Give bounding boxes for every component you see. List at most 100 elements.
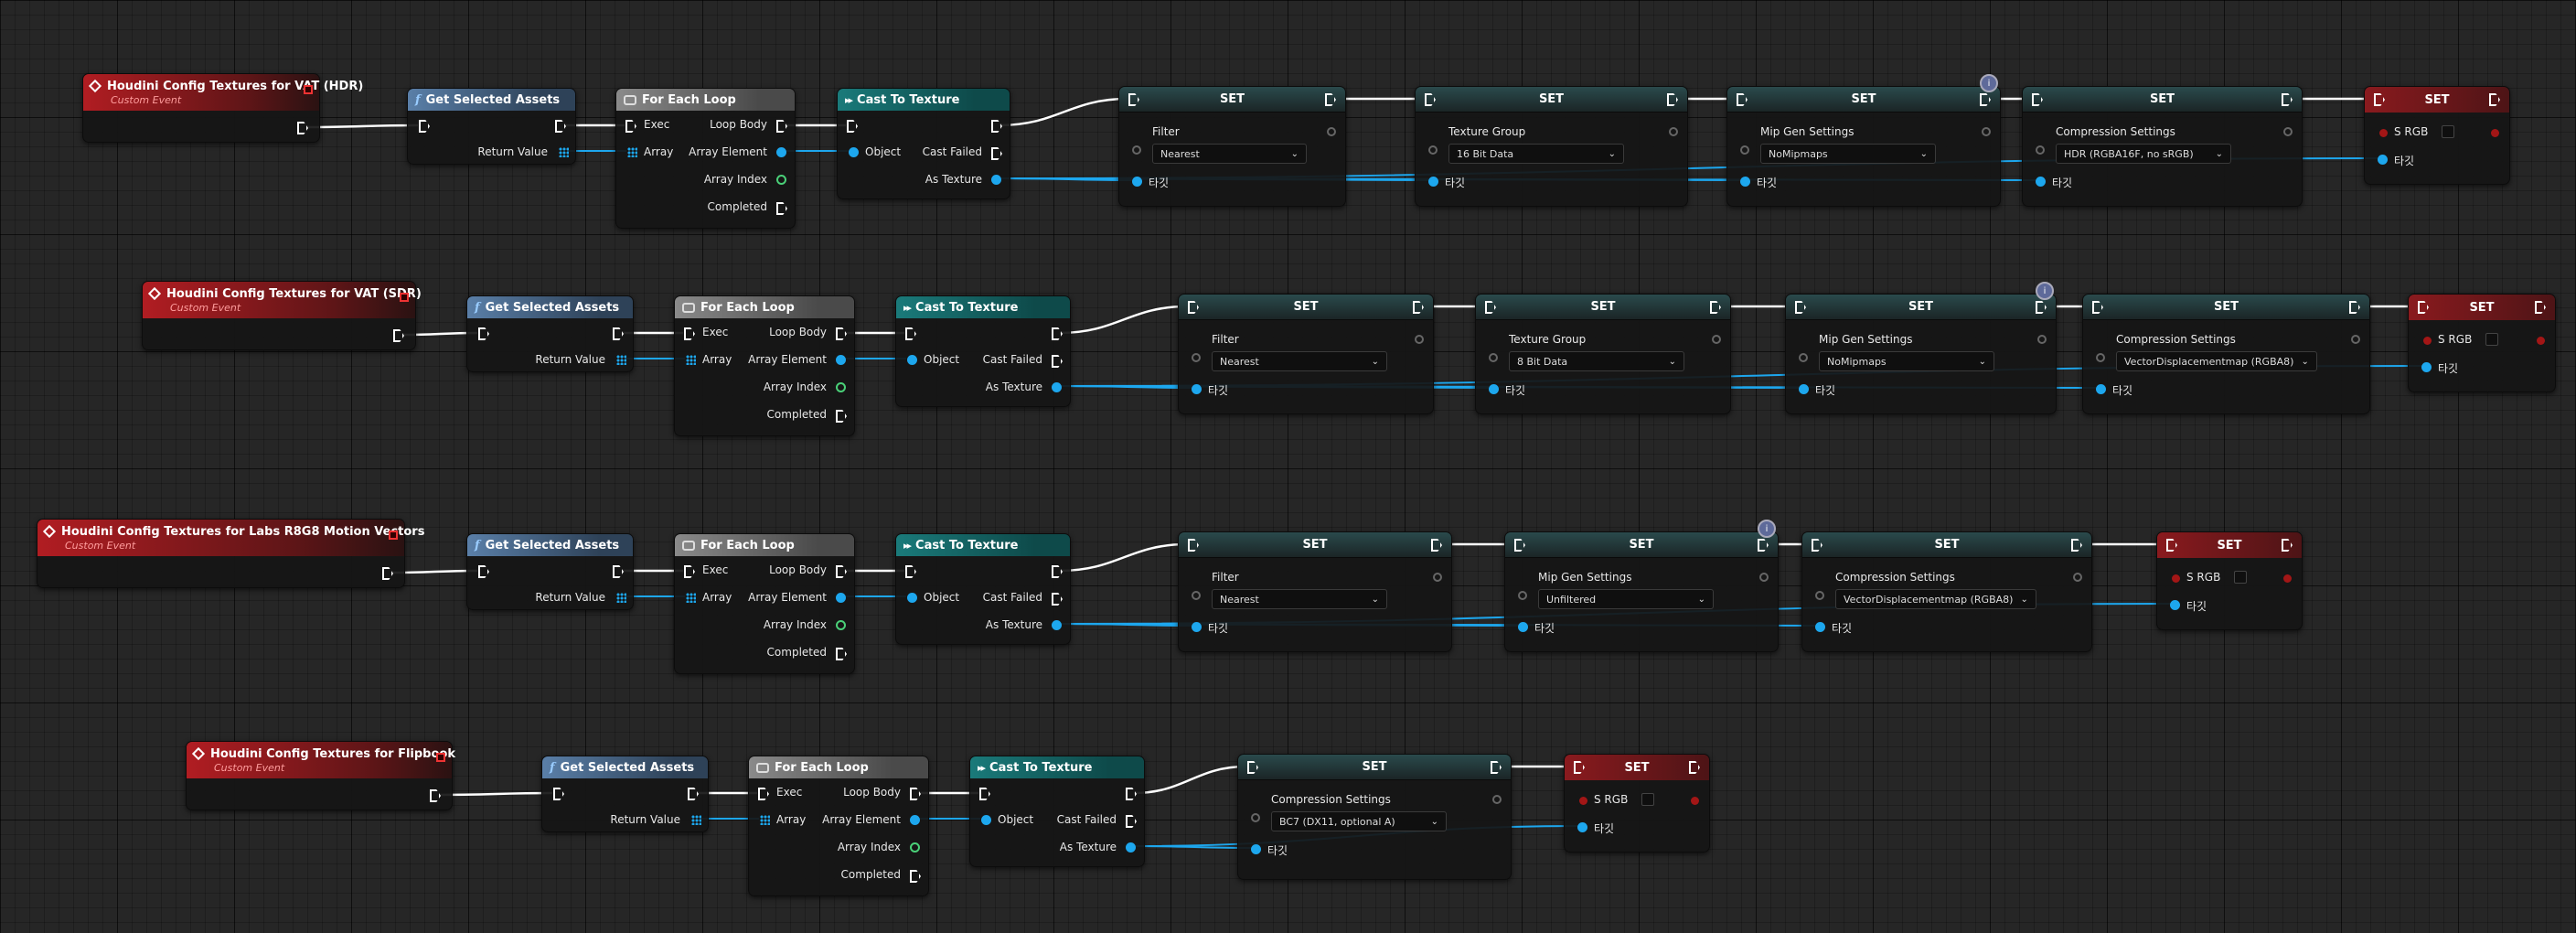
exec-out-pin[interactable] — [1052, 327, 1063, 340]
as-texture-pin[interactable] — [1126, 842, 1136, 853]
target-pin[interactable] — [1815, 622, 1825, 632]
exec-out-pin[interactable] — [1689, 761, 1700, 774]
array-in-pin-icon[interactable] — [760, 815, 770, 825]
target-pin[interactable] — [1132, 177, 1142, 187]
exec-out-pin[interactable] — [2282, 93, 2293, 106]
srgb-checkbox[interactable] — [2485, 333, 2498, 346]
value-in-pin[interactable] — [2096, 353, 2105, 362]
exec-in-pin[interactable] — [1247, 761, 1258, 774]
value-out-pin[interactable] — [1982, 127, 1991, 136]
exec-out-pin[interactable] — [613, 327, 624, 340]
exec-in-pin[interactable] — [758, 788, 769, 800]
exec-in-pin[interactable] — [684, 327, 695, 340]
delegate-pin-icon[interactable] — [389, 531, 398, 540]
exec-out-pin[interactable] — [2036, 301, 2047, 314]
exec-in-pin[interactable] — [1485, 301, 1496, 314]
breakpoint-icon[interactable]: i — [1980, 74, 1998, 92]
exec-in-pin[interactable] — [625, 120, 636, 133]
cast-failed-pin[interactable] — [1052, 355, 1063, 368]
array-element-pin[interactable] — [776, 147, 786, 157]
value-out-pin[interactable] — [2351, 335, 2360, 344]
target-pin[interactable] — [2096, 384, 2106, 394]
exec-in-pin[interactable] — [478, 327, 489, 340]
completed-pin[interactable] — [836, 648, 847, 660]
array-in-pin-icon[interactable] — [686, 355, 696, 365]
cast-failed-pin[interactable] — [1052, 593, 1063, 606]
exec-in-pin[interactable] — [979, 788, 990, 800]
array-pin-icon[interactable] — [559, 147, 569, 157]
bool-out-pin[interactable] — [2537, 337, 2545, 345]
value-out-pin[interactable] — [1759, 573, 1769, 582]
exec-out-pin[interactable] — [1431, 539, 1442, 552]
value-in-pin[interactable] — [1192, 353, 1201, 362]
exec-out-pin[interactable] — [688, 788, 699, 800]
exec-in-pin[interactable] — [419, 120, 430, 133]
property-value-dropdown[interactable]: NoMipmaps⌄ — [1819, 351, 1994, 371]
exec-out-pin[interactable] — [430, 789, 441, 802]
completed-pin[interactable] — [836, 410, 847, 423]
target-pin[interactable] — [1740, 177, 1750, 187]
array-in-pin-icon[interactable] — [686, 593, 696, 603]
array-pin-icon[interactable] — [616, 355, 626, 365]
value-out-pin[interactable] — [1712, 335, 1721, 344]
object-pin[interactable] — [907, 593, 917, 603]
exec-in-pin[interactable] — [1188, 301, 1199, 314]
value-out-pin[interactable] — [1433, 573, 1442, 582]
delegate-pin-icon[interactable] — [400, 293, 409, 302]
exec-in-pin[interactable] — [1188, 539, 1199, 552]
exec-out-pin[interactable] — [1052, 565, 1063, 578]
cast-failed-pin[interactable] — [991, 147, 1002, 160]
loop-body-pin[interactable] — [836, 327, 847, 340]
srgb-checkbox[interactable] — [2442, 125, 2454, 138]
property-value-dropdown[interactable]: Nearest⌄ — [1212, 589, 1387, 609]
array-index-pin[interactable] — [776, 175, 786, 185]
exec-out-pin[interactable] — [1126, 788, 1137, 800]
value-in-pin[interactable] — [1192, 591, 1201, 600]
object-pin[interactable] — [981, 815, 991, 825]
array-in-pin-icon[interactable] — [627, 147, 637, 157]
exec-in-pin[interactable] — [905, 327, 916, 340]
target-pin[interactable] — [1799, 384, 1809, 394]
exec-out-pin[interactable] — [2489, 93, 2500, 106]
completed-pin[interactable] — [776, 202, 787, 215]
property-value-dropdown[interactable]: VectorDisplacementmap (RGBA8)⌄ — [1835, 589, 2036, 609]
exec-in-pin[interactable] — [684, 565, 695, 578]
property-value-dropdown[interactable]: VectorDisplacementmap (RGBA8)⌄ — [2116, 351, 2317, 371]
target-pin[interactable] — [2378, 155, 2388, 165]
value-out-pin[interactable] — [2073, 573, 2082, 582]
value-out-pin[interactable] — [2037, 335, 2047, 344]
exec-out-pin[interactable] — [1667, 93, 1678, 106]
target-pin[interactable] — [1428, 177, 1438, 187]
value-in-pin[interactable] — [1251, 813, 1260, 822]
exec-in-pin[interactable] — [1574, 761, 1585, 774]
target-pin[interactable] — [1577, 822, 1587, 832]
exec-out-pin[interactable] — [2282, 539, 2293, 552]
value-out-pin[interactable] — [2283, 127, 2293, 136]
exec-out-pin[interactable] — [2535, 301, 2546, 314]
target-pin[interactable] — [1251, 844, 1261, 854]
property-value-dropdown[interactable]: NoMipmaps⌄ — [1760, 144, 1936, 164]
bool-out-pin[interactable] — [1691, 797, 1699, 805]
array-element-pin[interactable] — [910, 815, 920, 825]
exec-out-pin[interactable] — [1413, 301, 1424, 314]
as-texture-pin[interactable] — [1052, 382, 1062, 392]
array-pin-icon[interactable] — [691, 815, 701, 825]
exec-in-pin[interactable] — [2374, 93, 2385, 106]
value-out-pin[interactable] — [1669, 127, 1678, 136]
